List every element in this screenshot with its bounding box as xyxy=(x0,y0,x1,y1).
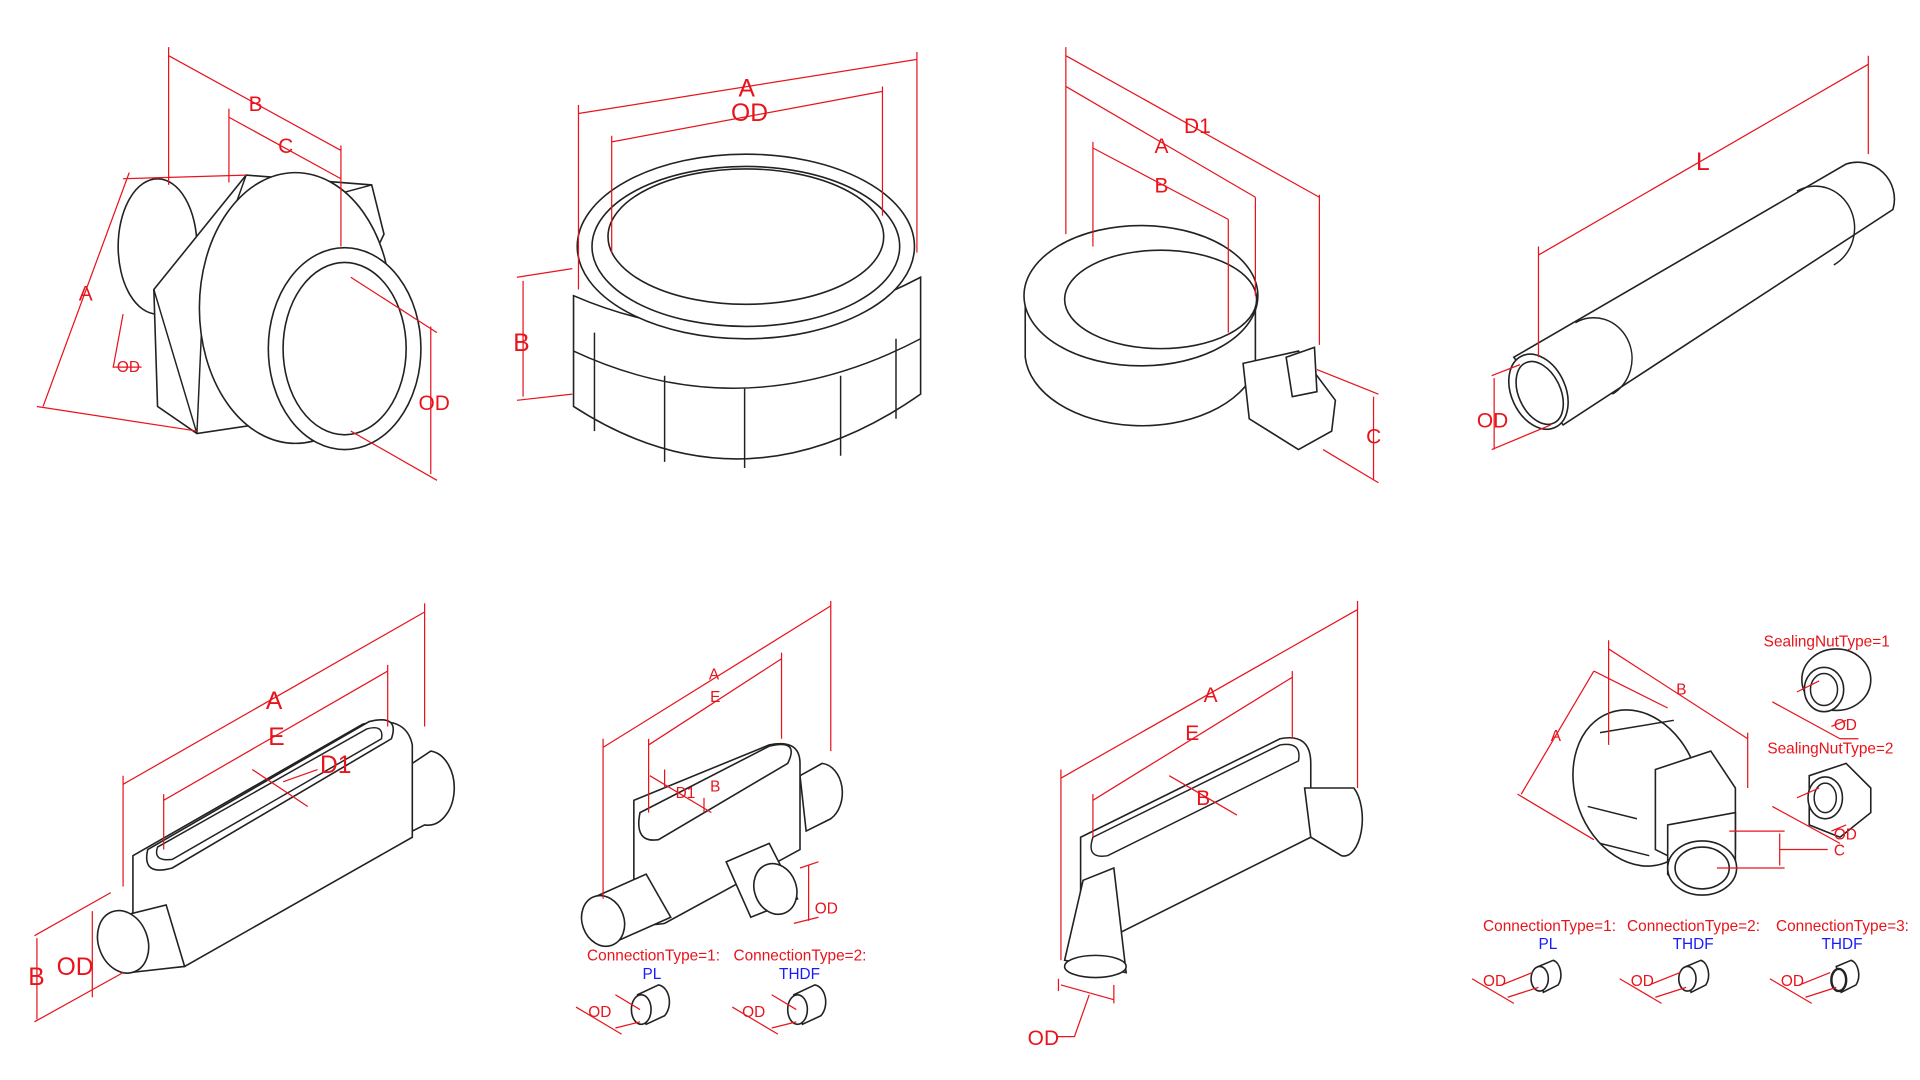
locknut-drawing: A OD B xyxy=(513,52,922,469)
dim-label-od: OD xyxy=(731,100,768,127)
dim-label-b: B xyxy=(1196,787,1210,810)
dim-label-od: OD xyxy=(57,954,94,981)
connector-connection-type-2: ConnectionType=2: THDF OD xyxy=(1619,918,1760,1004)
sealing-nut-type-1: SealingNutType=1 OD xyxy=(1764,633,1890,740)
pipe-nipple-drawing: L OD xyxy=(1477,55,1896,451)
dim-label-c: C xyxy=(1834,843,1845,860)
dim-label-a: A xyxy=(1204,684,1218,707)
dim-label-b: B xyxy=(1676,681,1686,698)
connector-drawing: B A C SealingNutType=1 OD SealingNutType… xyxy=(1471,633,1909,1004)
conduit-body-t-drawing: A E D1 B OD ConnectionType=1: PL OD Conn… xyxy=(575,600,867,1035)
sealing-nut-title: SealingNutType=1 xyxy=(1764,633,1890,650)
sealing-nut-title: SealingNutType=2 xyxy=(1767,741,1893,758)
dim-label-l: L xyxy=(1696,149,1710,176)
connection-type-2: ConnectionType=2: THDF OD xyxy=(731,947,867,1035)
connection-type-title: ConnectionType=2: xyxy=(734,947,867,964)
dim-label-a: A xyxy=(266,688,283,715)
od-label: OD xyxy=(742,1004,765,1021)
od-label: OD xyxy=(1834,717,1857,734)
dim-label-e: E xyxy=(268,724,284,751)
dim-label-e: E xyxy=(1185,722,1199,745)
connection-type-value: THDF xyxy=(1673,936,1714,953)
dim-label-d1: D1 xyxy=(320,752,351,779)
dim-label-d1: D1 xyxy=(676,785,696,802)
conduit-body-ll-drawing: A E B OD xyxy=(1028,600,1364,1050)
dim-label-od: OD xyxy=(815,901,838,918)
connection-type-title: ConnectionType=1: xyxy=(1483,918,1616,935)
dim-label-od-back: OD xyxy=(117,359,140,376)
dim-label-e: E xyxy=(710,689,720,706)
connection-type-title: ConnectionType=2: xyxy=(1627,918,1760,935)
dim-label-a: A xyxy=(709,667,720,684)
connector-connection-type-3: ConnectionType=3: THDF OD xyxy=(1769,918,1909,1004)
dim-label-a: A xyxy=(738,75,755,102)
connection-type-title: ConnectionType=3: xyxy=(1776,918,1909,935)
dim-label-a: A xyxy=(79,283,93,306)
connector-connection-type-1: ConnectionType=1: PL OD xyxy=(1471,918,1616,1004)
dim-label-a: A xyxy=(1154,135,1168,158)
connection-type-value: THDF xyxy=(1822,936,1863,953)
od-label: OD xyxy=(1834,827,1857,844)
connection-type-value: PL xyxy=(1538,936,1557,953)
dim-label-od: OD xyxy=(1028,1027,1059,1050)
dim-label-od-front: OD xyxy=(418,392,449,415)
ring-clamp-drawing: D1 A B C xyxy=(1023,47,1381,484)
connection-type-1: ConnectionType=1: PL OD xyxy=(575,947,720,1035)
hex-nipple-drawing: B C A OD OD xyxy=(36,47,450,481)
dim-label-b: B xyxy=(1154,174,1168,197)
dim-label-c: C xyxy=(1366,425,1381,448)
od-label: OD xyxy=(588,1004,611,1021)
sealing-nut-type-2: SealingNutType=2 OD xyxy=(1767,741,1893,844)
dim-label-a: A xyxy=(1551,728,1562,745)
connection-type-value: THDF xyxy=(779,966,820,983)
dim-label-b: B xyxy=(249,93,263,116)
od-label: OD xyxy=(1781,973,1804,990)
od-label: OD xyxy=(1631,973,1654,990)
dim-label-d1: D1 xyxy=(1184,115,1211,138)
dim-label-c: C xyxy=(278,135,293,158)
od-label: OD xyxy=(1483,973,1506,990)
connection-type-value: PL xyxy=(642,966,661,983)
dim-label-b: B xyxy=(513,330,529,357)
dim-label-b: B xyxy=(710,779,720,796)
connection-type-title: ConnectionType=1: xyxy=(587,947,720,964)
dim-label-od: OD xyxy=(1477,409,1508,432)
conduit-body-lb-drawing: A E D1 B OD xyxy=(28,603,456,1023)
dim-label-b: B xyxy=(28,964,44,991)
